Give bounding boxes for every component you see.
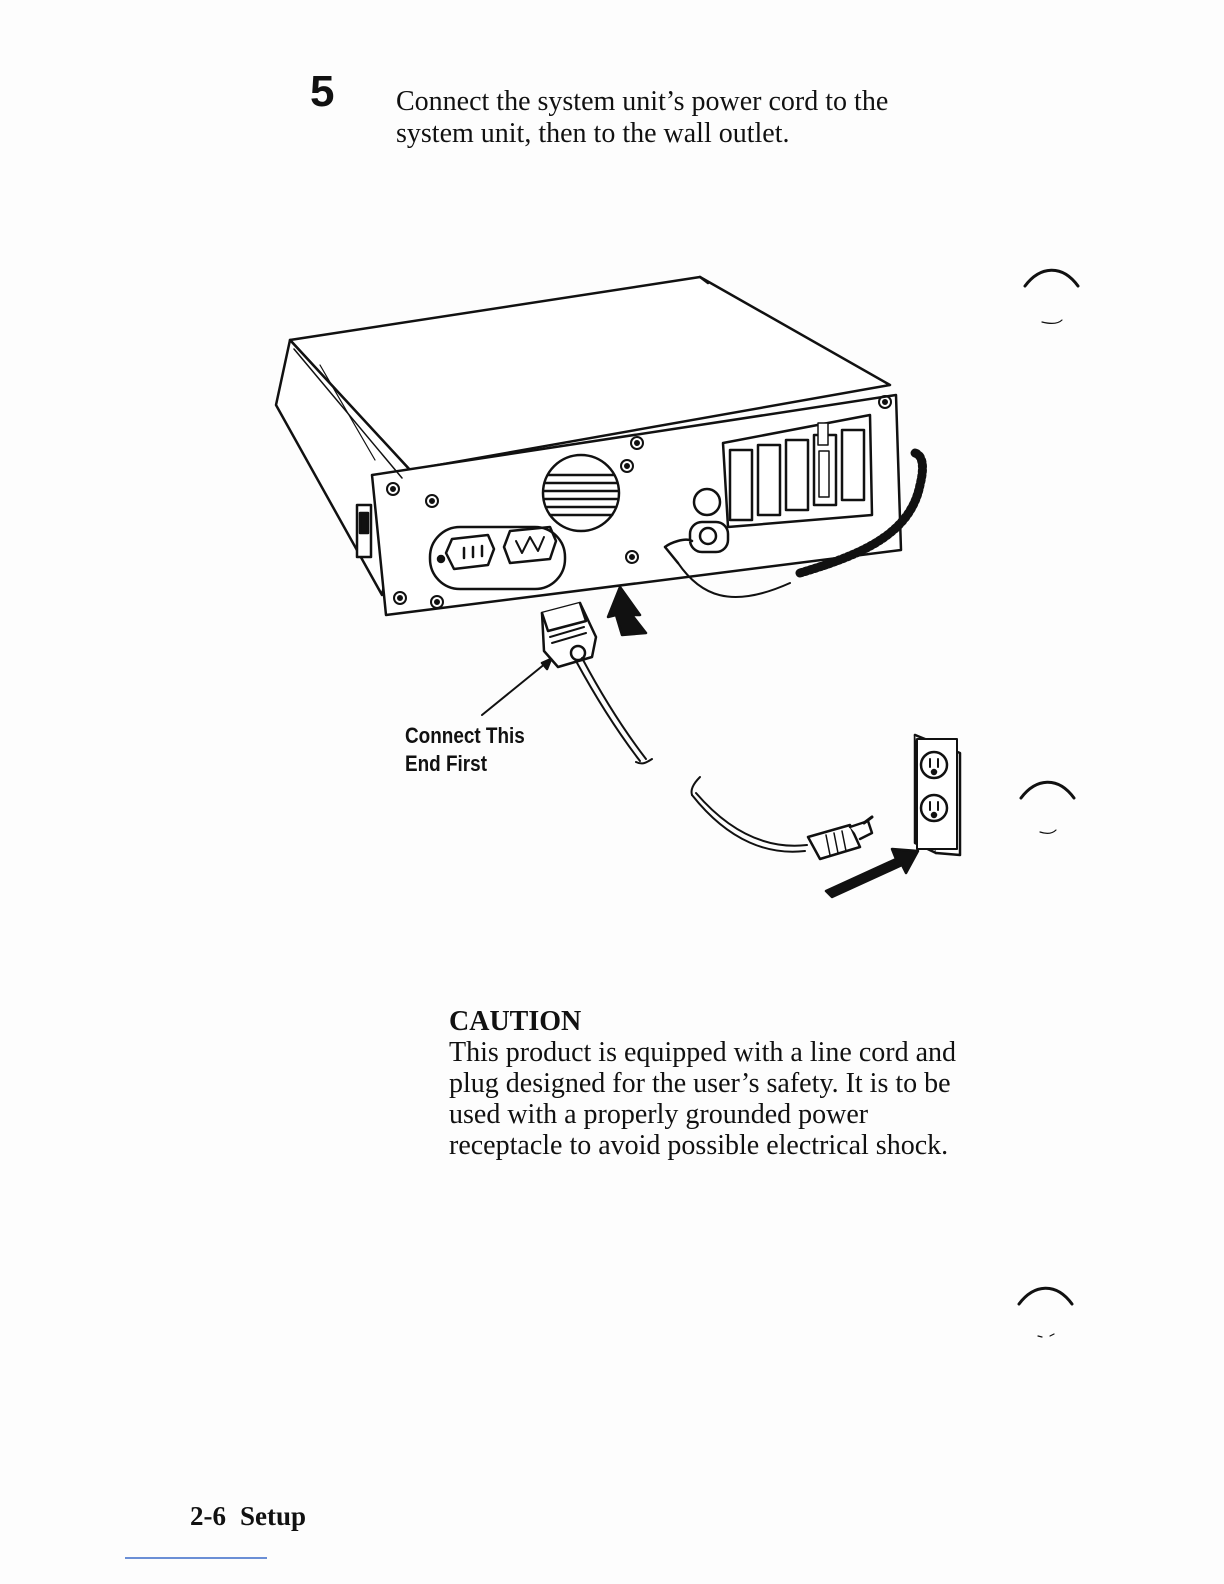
- expansion-slots: [721, 413, 874, 529]
- step-instruction-line: Connect the system unit’s power cord to …: [396, 86, 889, 117]
- callout-pointer: [481, 662, 547, 716]
- figure-callout-line: End First: [405, 751, 487, 776]
- figure-callout-line: Connect This: [405, 723, 525, 748]
- callout-arrowhead: [540, 657, 553, 671]
- binder-ring-mark: [1019, 780, 1076, 834]
- caution-notice: CAUTION This product is equipped with a …: [449, 1006, 1069, 1161]
- page-footer: 2-6 Setup: [190, 1500, 306, 1532]
- fan-grille: [541, 453, 621, 533]
- page-number: 2-6: [190, 1501, 226, 1531]
- caution-line: plug designed for the user’s safety. It …: [449, 1068, 951, 1099]
- wall-plug: [690, 776, 874, 861]
- footer-rule: [125, 1557, 267, 1559]
- binder-ring-mark: [1023, 268, 1080, 324]
- caution-line: receptacle to avoid possible electrical …: [449, 1130, 949, 1161]
- wall-outlet: [913, 733, 962, 857]
- power-receptacles: [428, 525, 567, 591]
- step-instruction: Connect the system unit’s power cord to …: [396, 86, 1016, 150]
- step-number: 5: [310, 67, 335, 116]
- section-name: Setup: [240, 1501, 307, 1531]
- step-instruction-line: system unit, then to the wall outlet.: [396, 118, 790, 149]
- system-unit: [274, 275, 903, 617]
- insert-arrow-diagonal-icon: [824, 847, 920, 899]
- caution-line: This product is equipped with a line cor…: [449, 1037, 956, 1068]
- coiled-keyboard-cable: [663, 448, 927, 598]
- power-plug: [540, 601, 653, 765]
- panel-screws: [386, 395, 892, 609]
- system-unit-power-cord-illustration: [274, 275, 962, 899]
- insert-arrow-up-icon: [606, 585, 648, 637]
- figure-callout: Connect This End First: [405, 722, 525, 778]
- binder-ring-mark: [1017, 1286, 1074, 1338]
- keyboard-port: [688, 487, 730, 554]
- caution-heading: CAUTION: [449, 1006, 582, 1037]
- caution-line: used with a properly grounded power: [449, 1099, 869, 1130]
